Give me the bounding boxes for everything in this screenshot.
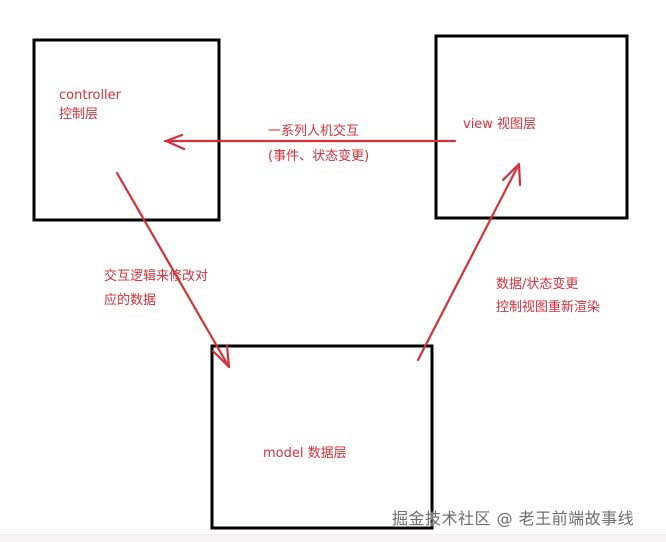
- arrow-controller-to-model: [115, 171, 231, 369]
- rerender-label-line1: 数据/状态变更: [496, 277, 579, 292]
- interaction-label: 一系列人机交互 (事件、状态变更): [268, 119, 369, 169]
- model-label: model 数据层: [263, 446, 347, 461]
- interaction-label-line2: (事件、状态变更): [268, 149, 370, 164]
- modify-data-label-line2: 应的数据: [104, 293, 157, 308]
- modify-data-label: 交互逻辑来修改对 应的数据: [104, 265, 208, 313]
- rerender-label: 数据/状态变更 控制视图重新渲染: [496, 273, 600, 319]
- modify-data-label-line1: 交互逻辑来修改对: [104, 269, 209, 284]
- watermark: 掘金技术社区 @ 老王前端故事线: [392, 509, 635, 528]
- controller-label-en: controller: [59, 88, 122, 103]
- controller-box: [32, 38, 221, 222]
- model-box: [210, 344, 434, 530]
- view-box: [434, 34, 629, 220]
- view-label: view 视图层: [463, 117, 537, 132]
- controller-label-zh: 控制层: [59, 107, 99, 122]
- arrow-model-to-view: [416, 162, 522, 362]
- arrow-view-to-controller: [163, 133, 457, 151]
- rerender-label-line2: 控制视图重新渲染: [496, 300, 601, 315]
- bottom-strip: [0, 534, 666, 542]
- controller-label: controller 控制层: [59, 86, 121, 124]
- interaction-label-line1: 一系列人机交互: [268, 124, 360, 139]
